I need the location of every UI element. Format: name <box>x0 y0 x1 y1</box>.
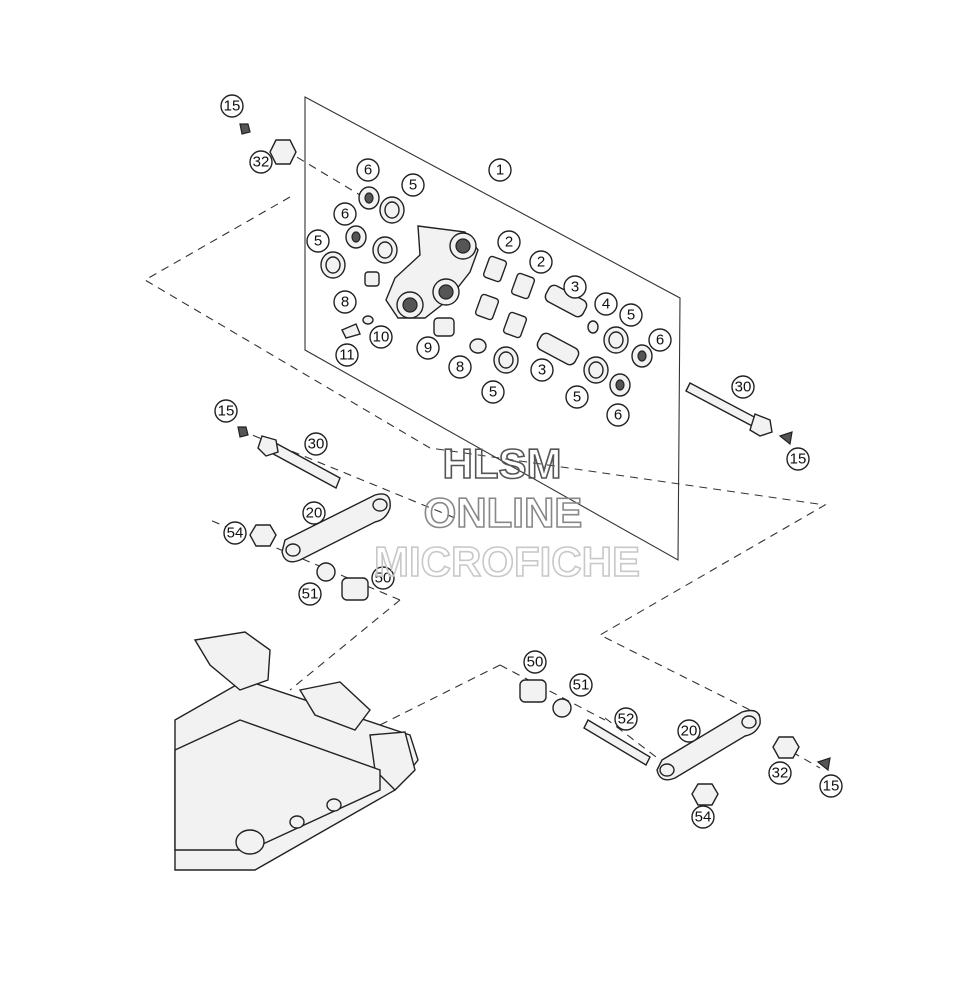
callout-5: 5 <box>401 173 425 197</box>
svg-text:20: 20 <box>306 505 323 522</box>
callout-9: 9 <box>416 336 440 360</box>
callout-4: 4 <box>594 292 618 316</box>
callout-52: 52 <box>614 707 638 731</box>
svg-text:9: 9 <box>424 340 432 357</box>
callout-54: 54 <box>691 805 715 829</box>
callout-32: 32 <box>768 761 792 785</box>
svg-text:20: 20 <box>681 723 698 740</box>
swing-arm <box>174 631 419 871</box>
callout-10: 10 <box>369 325 393 349</box>
callout-label: 1 <box>496 162 504 179</box>
svg-text:3: 3 <box>538 362 546 379</box>
bolts <box>257 382 773 766</box>
svg-text:52: 52 <box>618 711 635 728</box>
svg-text:6: 6 <box>364 162 372 179</box>
svg-text:11: 11 <box>339 347 355 364</box>
callout-32: 32 <box>249 150 273 174</box>
callout-20: 20 <box>677 719 701 743</box>
watermark: HLSM ONLINE MICROFICHE <box>373 439 641 586</box>
callout-51: 51 <box>298 582 322 606</box>
svg-text:15: 15 <box>823 778 840 795</box>
svg-text:4: 4 <box>602 296 610 313</box>
callout-5: 5 <box>619 303 643 327</box>
linkage-lever <box>385 225 479 319</box>
callout-15: 15 <box>786 447 810 471</box>
callout-11: 11 <box>335 343 359 367</box>
svg-text:15: 15 <box>790 451 807 468</box>
callout-6: 6 <box>356 158 380 182</box>
svg-text:32: 32 <box>772 765 789 782</box>
svg-text:6: 6 <box>656 332 664 349</box>
svg-text:6: 6 <box>614 407 622 424</box>
svg-text:5: 5 <box>573 389 581 406</box>
callout-30: 30 <box>731 375 755 399</box>
callout-8: 8 <box>448 355 472 379</box>
callout-3: 3 <box>530 358 554 382</box>
svg-text:5: 5 <box>409 177 417 194</box>
svg-text:5: 5 <box>627 307 635 324</box>
svg-text:15: 15 <box>224 98 241 115</box>
callout-50: 50 <box>523 650 547 674</box>
svg-text:5: 5 <box>489 384 497 401</box>
callout-50: 50 <box>371 566 395 590</box>
svg-text:2: 2 <box>537 254 545 271</box>
svg-text:6: 6 <box>341 206 349 223</box>
callout-2: 2 <box>529 250 553 274</box>
callout-51: 51 <box>569 673 593 697</box>
callout-6: 6 <box>648 328 672 352</box>
nuts <box>237 123 831 806</box>
svg-text:54: 54 <box>695 809 712 826</box>
svg-text:10: 10 <box>373 329 390 346</box>
svg-text:8: 8 <box>456 359 464 376</box>
callout-2: 2 <box>497 230 521 254</box>
callout-15: 15 <box>220 94 244 118</box>
watermark-line-1: HLSM <box>443 440 562 487</box>
svg-text:30: 30 <box>735 379 752 396</box>
svg-text:50: 50 <box>375 570 392 587</box>
callout-5: 5 <box>306 229 330 253</box>
svg-text:5: 5 <box>314 233 322 250</box>
callout-20: 20 <box>302 501 326 525</box>
svg-text:8: 8 <box>341 294 349 311</box>
svg-text:2: 2 <box>505 234 513 251</box>
callout-8: 8 <box>333 290 357 314</box>
callout-15: 15 <box>214 399 238 423</box>
callout-1: 1 <box>488 158 512 182</box>
svg-text:51: 51 <box>573 677 590 694</box>
callout-6: 6 <box>606 403 630 427</box>
callout-5: 5 <box>481 380 505 404</box>
bearings-and-seals <box>320 186 653 397</box>
svg-text:15: 15 <box>218 403 235 420</box>
callout-30: 30 <box>304 432 328 456</box>
callout-6: 6 <box>333 202 357 226</box>
svg-text:3: 3 <box>571 279 579 296</box>
callout-54: 54 <box>223 521 247 545</box>
svg-text:51: 51 <box>302 586 319 603</box>
connecting-rods <box>281 493 761 781</box>
svg-text:32: 32 <box>253 154 270 171</box>
bushings <box>316 562 572 718</box>
watermark-line-3: MICROFICHE <box>374 538 640 585</box>
callout-5: 5 <box>565 385 589 409</box>
callout-3: 3 <box>563 275 587 299</box>
kit-frame <box>304 96 681 561</box>
svg-text:30: 30 <box>308 436 325 453</box>
svg-text:50: 50 <box>527 654 544 671</box>
svg-text:54: 54 <box>227 525 244 542</box>
callout-15: 15 <box>819 774 843 798</box>
watermark-line-2: ONLINE <box>424 489 583 536</box>
